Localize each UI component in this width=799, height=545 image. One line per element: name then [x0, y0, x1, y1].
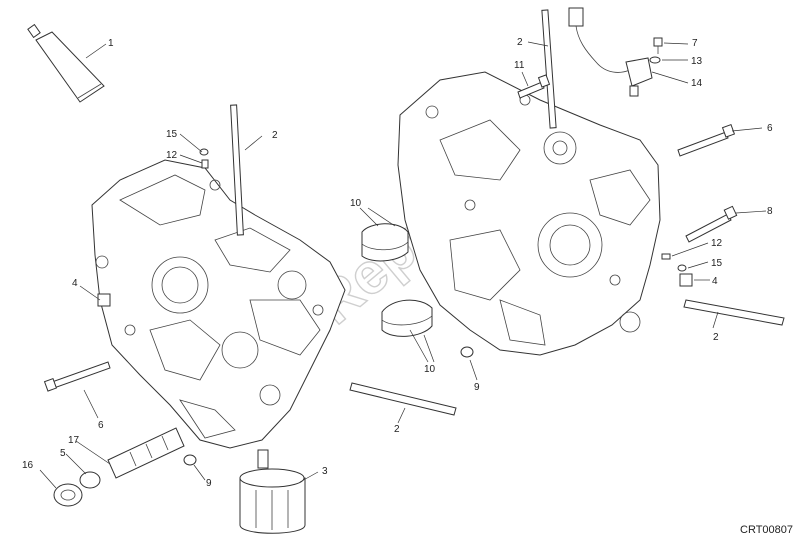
- callout-17: 17: [68, 435, 80, 446]
- leader-lines: [39, 41, 767, 489]
- callout-4: 4: [72, 278, 78, 289]
- stud-bolt-right-top: [541, 9, 557, 129]
- callout-2: 2: [713, 332, 719, 343]
- washer-right: [677, 264, 687, 272]
- callout-6: 6: [767, 123, 773, 134]
- callout-5: 5: [60, 448, 66, 459]
- callout-10: 10: [350, 198, 362, 209]
- callout-labels: 1 2 2 2 2 3 4 4 5 6 6 7 8 9 9 10 10 11 1…: [22, 37, 773, 489]
- seal-ring: [79, 471, 101, 489]
- callout-3: 3: [322, 466, 328, 477]
- callout-4: 4: [712, 276, 718, 287]
- washer-left: [199, 148, 209, 156]
- callout-11: 11: [514, 60, 525, 71]
- drawing-code: CRT00807: [740, 524, 793, 536]
- oil-strainer: [107, 427, 185, 479]
- speed-sensor: [568, 7, 653, 97]
- callout-8: 8: [767, 206, 773, 217]
- callout-15: 15: [166, 129, 178, 140]
- sealant-tube: [27, 23, 105, 103]
- screw: [653, 37, 663, 54]
- right-crankcase-half: [397, 71, 661, 356]
- dowel-left: [97, 293, 111, 307]
- bearing-shell-upper: [361, 223, 409, 262]
- callout-12: 12: [711, 238, 723, 249]
- callout-2: 2: [394, 424, 400, 435]
- callout-2: 2: [272, 130, 278, 141]
- pin-left: [201, 159, 209, 169]
- bolt-right-middle: [685, 205, 738, 243]
- o-ring-lower: [183, 454, 197, 466]
- dowel-right: [679, 273, 693, 287]
- bolt-right-upper: [677, 123, 736, 157]
- drain-plug: [53, 483, 83, 507]
- bolt-right-top-short: [517, 74, 551, 99]
- callout-13: 13: [691, 56, 703, 67]
- callout-2: 2: [517, 37, 523, 48]
- stud-bolt-right-side: [683, 299, 785, 326]
- callout-6: 6: [98, 420, 104, 431]
- callout-14: 14: [691, 78, 703, 89]
- callout-15: 15: [711, 258, 723, 269]
- callout-16: 16: [22, 460, 34, 471]
- callout-12: 12: [166, 150, 178, 161]
- bearing-shell-lower: [381, 299, 433, 337]
- callout-9: 9: [206, 478, 212, 489]
- stud-bolt-left-top: [230, 104, 244, 236]
- bolt-left-lower: [43, 361, 111, 392]
- pin-right: [661, 253, 671, 260]
- stud-bolt-lower: [349, 382, 457, 416]
- washer: [649, 56, 661, 64]
- callout-7: 7: [692, 38, 698, 49]
- left-crankcase-half: [91, 159, 346, 449]
- oil-filter: [239, 449, 306, 534]
- callout-1: 1: [108, 38, 114, 49]
- o-ring-center: [460, 346, 474, 358]
- callout-10: 10: [424, 364, 436, 375]
- callout-9: 9: [474, 382, 480, 393]
